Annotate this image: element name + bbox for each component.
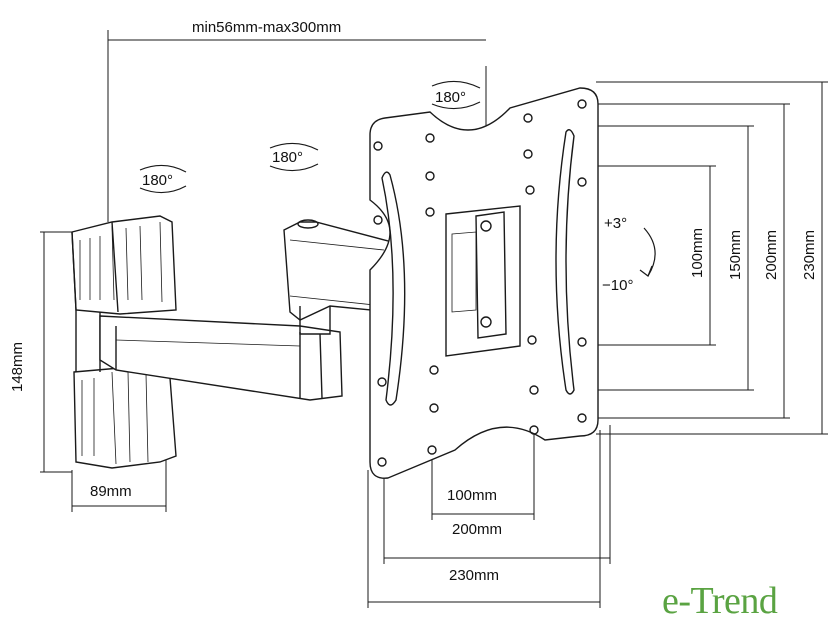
wall-plate — [71, 215, 177, 469]
wall-height-dimension: 148mm — [9, 341, 26, 392]
vesa-plate — [369, 87, 599, 479]
top-width-dimension: min56mm-max300mm — [192, 19, 342, 36]
vesa-vertical-150: 150mm — [727, 229, 744, 280]
wall-swivel-label: 180° — [142, 172, 174, 189]
arm-swivel-label: 180° — [272, 149, 304, 166]
lower-arm — [99, 315, 343, 401]
tilt-up-label: +3° — [604, 215, 628, 232]
vesa-horizontal-200: 200mm — [452, 521, 503, 538]
head-swivel-label: 180° — [435, 89, 467, 106]
rotation-arrows — [139, 80, 656, 277]
vesa-vertical-100: 100mm — [689, 227, 706, 278]
vesa-vertical-230: 230mm — [801, 229, 818, 280]
vesa-holes — [373, 99, 587, 467]
upper-arm — [283, 219, 393, 335]
brand-logo: e-Trend — [662, 580, 778, 622]
dimension-lines — [40, 30, 828, 608]
wall-width-dimension: 89mm — [90, 483, 132, 500]
vesa-vertical-200: 200mm — [763, 229, 780, 280]
tilt-down-label: −10° — [602, 277, 634, 294]
vesa-horizontal-100: 100mm — [447, 487, 498, 504]
vesa-horizontal-230: 230mm — [449, 567, 500, 584]
